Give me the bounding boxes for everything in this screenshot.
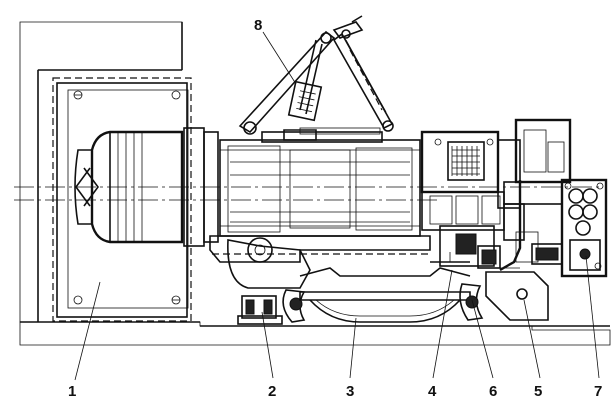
wall-and-floor bbox=[19, 21, 611, 346]
callout-labels: 1 2 3 4 6 5 7 8 bbox=[68, 17, 602, 400]
component-5-exhaust-bracket bbox=[485, 180, 549, 321]
component-3-subframe-rail bbox=[299, 252, 471, 323]
label-7: 7 bbox=[594, 383, 602, 400]
leader-lines bbox=[74, 31, 600, 381]
component-7-manifold bbox=[560, 178, 608, 278]
engine-block bbox=[209, 127, 431, 263]
component-6-rear-mount bbox=[439, 225, 501, 321]
label-1: 1 bbox=[68, 383, 76, 400]
centerlines bbox=[14, 186, 600, 201]
label-6: 6 bbox=[489, 383, 497, 400]
component-2-front-mount bbox=[227, 237, 311, 325]
component-1-mounting-frame bbox=[52, 77, 192, 322]
grid-cover bbox=[451, 146, 480, 176]
flywheel bbox=[74, 127, 219, 247]
label-3: 3 bbox=[346, 383, 354, 400]
component-8-lifting-frame bbox=[238, 15, 394, 141]
label-5: 5 bbox=[534, 383, 542, 400]
label-2: 2 bbox=[268, 383, 276, 400]
transmission-housing bbox=[420, 118, 572, 265]
label-8: 8 bbox=[254, 17, 262, 34]
label-4: 4 bbox=[428, 383, 437, 400]
